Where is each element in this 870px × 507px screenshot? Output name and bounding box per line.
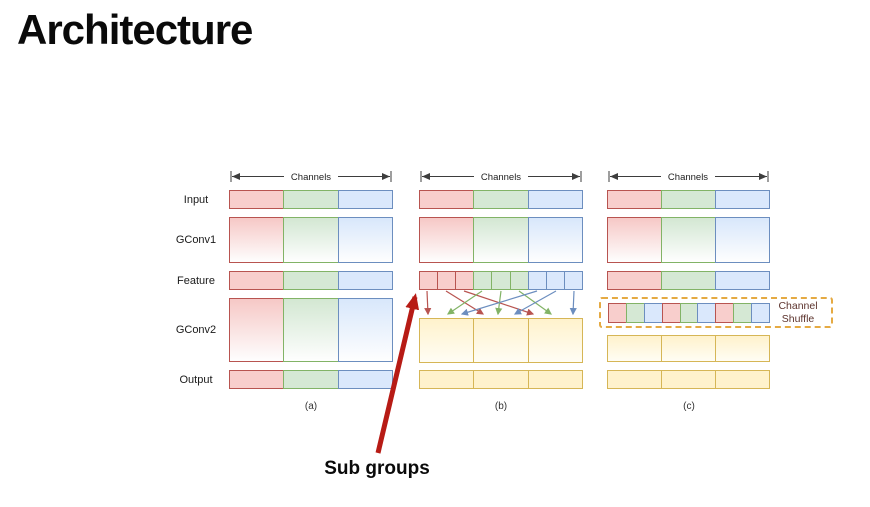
cell-green bbox=[625, 303, 645, 323]
cell-red bbox=[437, 271, 457, 290]
cell-red bbox=[607, 271, 662, 290]
cell-yellow bbox=[607, 370, 662, 389]
cell-yellow bbox=[527, 318, 583, 363]
panel-a-input-bar bbox=[229, 190, 393, 209]
cell-yellow bbox=[715, 370, 770, 389]
cell-blue bbox=[715, 190, 770, 209]
cell-yellow bbox=[661, 370, 716, 389]
cell-red bbox=[229, 370, 285, 389]
cell-blue bbox=[337, 217, 393, 263]
cell-blue bbox=[715, 271, 770, 290]
cell-red bbox=[229, 217, 285, 263]
channels-arrow-icon-b: Channels bbox=[420, 170, 582, 183]
row-label-gconv1: GConv1 bbox=[175, 234, 217, 246]
cell-yellow bbox=[473, 318, 529, 363]
channel-shuffle-label: Channel Shuffle bbox=[764, 300, 832, 326]
page-title: Architecture bbox=[17, 6, 253, 53]
panel-a-caption: (a) bbox=[304, 401, 318, 412]
cell-blue bbox=[751, 303, 771, 323]
cell-yellow bbox=[607, 335, 662, 362]
channels-arrow-icon-c: Channels bbox=[608, 170, 769, 183]
cell-green bbox=[733, 303, 753, 323]
sub-groups-arrow-icon bbox=[375, 293, 420, 454]
panel-b-caption: (b) bbox=[494, 401, 508, 412]
row-label-input: Input bbox=[183, 194, 209, 206]
cell-yellow bbox=[527, 370, 583, 389]
row-label-output: Output bbox=[179, 374, 213, 386]
cell-blue bbox=[715, 217, 770, 263]
channels-label-b: Channels bbox=[481, 172, 521, 183]
row-label-gconv2: GConv2 bbox=[175, 324, 217, 336]
cell-green bbox=[661, 271, 716, 290]
cell-red bbox=[607, 190, 662, 209]
panel-c-gconv2-box bbox=[607, 335, 770, 362]
cell-red bbox=[607, 217, 662, 263]
sub-groups-label: Sub groups bbox=[324, 458, 430, 479]
shuffle-arrows-icon bbox=[424, 290, 577, 316]
panel-b-output-bar bbox=[419, 370, 583, 389]
cell-green bbox=[283, 217, 339, 263]
cell-green bbox=[661, 217, 716, 263]
panel-c-input-bar bbox=[607, 190, 770, 209]
cell-blue bbox=[563, 271, 583, 290]
cell-red bbox=[661, 303, 681, 323]
panel-c-output-bar bbox=[607, 370, 770, 389]
cell-blue bbox=[643, 303, 663, 323]
panel-b-input-bar bbox=[419, 190, 583, 209]
cell-blue bbox=[337, 190, 393, 209]
channel-shuffle-box bbox=[599, 297, 833, 328]
cell-blue bbox=[527, 217, 583, 263]
panel-b-gconv2-box bbox=[419, 318, 583, 363]
channel-shuffle-label-line2: Shuffle bbox=[781, 313, 815, 325]
cell-red bbox=[715, 303, 735, 323]
panel-a-gconv1-box bbox=[229, 217, 393, 263]
cell-green bbox=[283, 190, 339, 209]
cell-blue bbox=[527, 271, 547, 290]
cell-red bbox=[455, 271, 475, 290]
cell-blue bbox=[527, 190, 583, 209]
row-label-feature: Feature bbox=[177, 275, 215, 287]
cell-yellow bbox=[419, 318, 475, 363]
panel-a-gconv2-box bbox=[229, 298, 393, 362]
cell-blue bbox=[545, 271, 565, 290]
panel-c-caption: (c) bbox=[683, 401, 695, 412]
cell-green bbox=[283, 271, 339, 290]
cell-blue bbox=[337, 298, 393, 362]
cell-green bbox=[661, 190, 716, 209]
cell-red bbox=[229, 298, 285, 362]
cell-red bbox=[229, 271, 285, 290]
cell-yellow bbox=[715, 335, 770, 362]
cell-red bbox=[419, 217, 475, 263]
cell-red bbox=[419, 190, 475, 209]
cell-green bbox=[283, 370, 339, 389]
cell-green bbox=[679, 303, 699, 323]
cell-yellow bbox=[473, 370, 529, 389]
cell-green bbox=[473, 190, 529, 209]
cell-blue bbox=[697, 303, 717, 323]
panel-a-feature-bar bbox=[229, 271, 393, 290]
cell-yellow bbox=[661, 335, 716, 362]
cell-green bbox=[473, 271, 493, 290]
channels-arrow-icon-a: Channels bbox=[230, 170, 392, 183]
channels-label-a: Channels bbox=[291, 172, 331, 183]
channel-shuffle-label-line1: Channel bbox=[778, 300, 818, 312]
panel-c-feature-bar bbox=[607, 271, 770, 290]
cell-blue bbox=[337, 370, 393, 389]
panel-b-gconv1-box bbox=[419, 217, 583, 263]
cell-green bbox=[283, 298, 339, 362]
cell-green bbox=[491, 271, 511, 290]
panel-a-output-bar bbox=[229, 370, 393, 389]
cell-red bbox=[229, 190, 285, 209]
cell-green bbox=[509, 271, 529, 290]
channels-label-c: Channels bbox=[668, 172, 708, 183]
panel-c-gconv1-box bbox=[607, 217, 770, 263]
panel-c-shuffled-bar bbox=[608, 303, 771, 323]
cell-red bbox=[608, 303, 627, 323]
cell-blue bbox=[337, 271, 393, 290]
panel-b-feature-bar bbox=[419, 271, 583, 290]
cell-green bbox=[473, 217, 529, 263]
